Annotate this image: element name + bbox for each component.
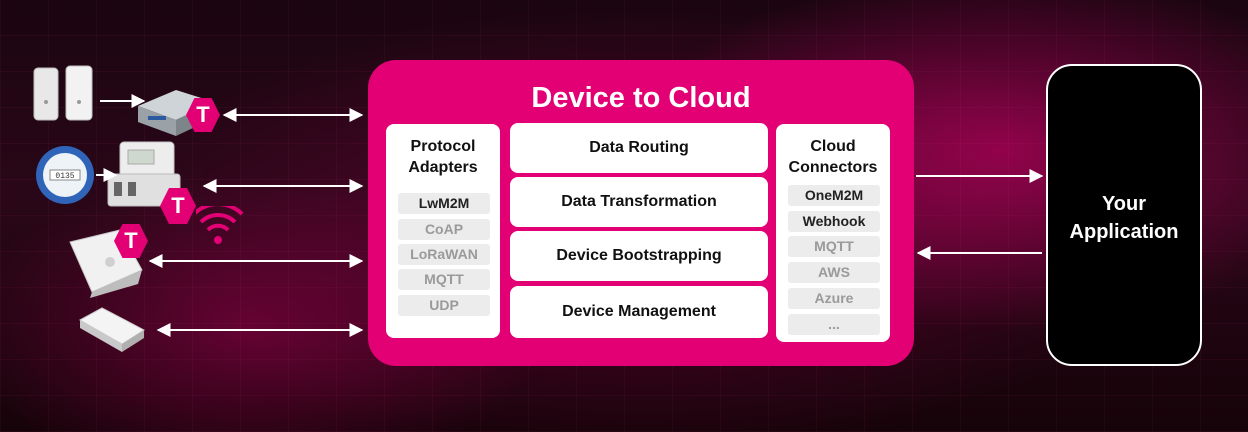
protocol-adapters-title-line2: Adapters (408, 159, 478, 176)
function-device-management: Device Management (510, 286, 768, 338)
heating-controller-icon (107, 141, 181, 207)
connector-chip-more: ... (788, 314, 880, 335)
badge-letter: T (196, 102, 210, 127)
badge-letter: T (171, 193, 185, 218)
cloud-connectors-title: Cloud Connectors (776, 136, 890, 178)
wall-sensor-icon (33, 65, 93, 121)
function-data-transformation: Data Transformation (510, 177, 768, 227)
telekom-t-badge: T (114, 224, 148, 258)
application-label: Your Application (1048, 190, 1200, 246)
cloud-connectors-title-line1: Cloud (810, 138, 856, 155)
device-to-cloud-panel: Device to Cloud Protocol Adapters LwM2M … (368, 60, 914, 366)
smart-meter-icon: 0135 (36, 146, 94, 204)
wifi-signal-icon (196, 206, 244, 244)
connector-chip-mqtt: MQTT (788, 236, 880, 257)
function-device-bootstrapping: Device Bootstrapping (510, 231, 768, 281)
cloud-connectors-card: Cloud Connectors OneM2M Webhook MQTT AWS… (776, 124, 890, 342)
panel-title: Device to Cloud (531, 82, 751, 114)
protocol-chip-lwm2m: LwM2M (398, 193, 490, 214)
cloud-connectors-title-line2: Connectors (788, 159, 878, 176)
connector-chip-onem2m: OneM2M (788, 185, 880, 206)
badge-letter: T (124, 228, 138, 253)
protocol-chip-udp: UDP (398, 295, 490, 316)
telekom-t-badge: T (160, 188, 196, 224)
function-data-routing: Data Routing (510, 123, 768, 173)
connector-chip-azure: Azure (788, 288, 880, 309)
svg-text:0135: 0135 (55, 172, 74, 181)
protocol-chip-lorawan: LoRaWAN (398, 244, 490, 265)
protocol-adapters-title-line1: Protocol (410, 138, 476, 155)
protocol-adapters-card: Protocol Adapters LwM2M CoAP LoRaWAN MQT… (386, 124, 500, 338)
connector-chip-aws: AWS (788, 262, 880, 283)
connector-chip-webhook: Webhook (788, 211, 880, 232)
protocol-adapters-title: Protocol Adapters (386, 136, 500, 178)
application-label-line1: Your (1101, 193, 1147, 215)
telekom-t-badge: T (186, 98, 220, 132)
protocol-chip-mqtt: MQTT (398, 269, 490, 290)
tracker-puck-icon (78, 307, 145, 352)
protocol-chip-coap: CoAP (398, 219, 490, 240)
application-label-line2: Application (1069, 221, 1179, 243)
your-application-box: Your Application (1046, 64, 1202, 366)
